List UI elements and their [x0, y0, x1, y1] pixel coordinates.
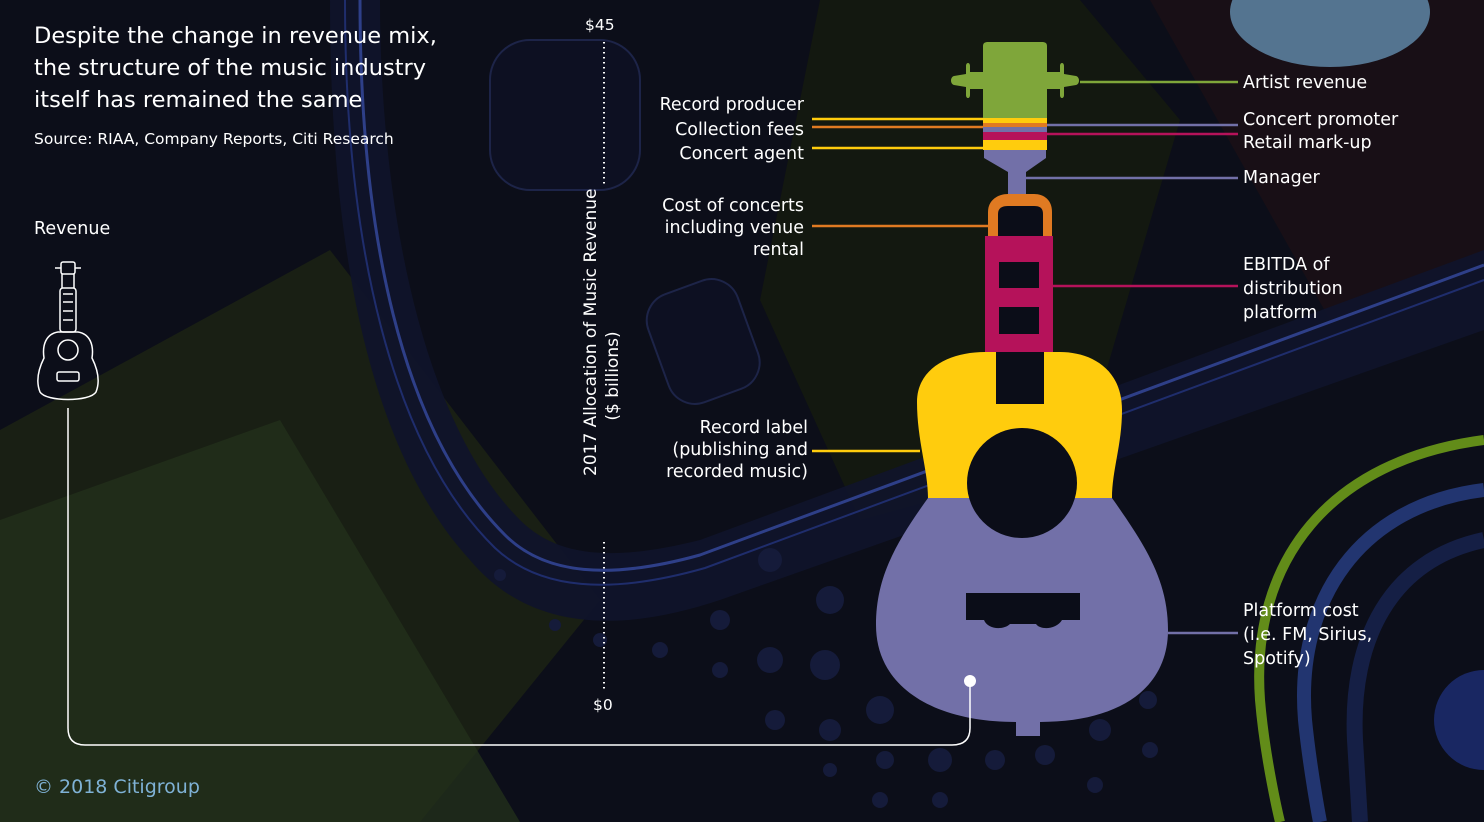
label-cost-of-concerts-line-2: including venue — [664, 218, 804, 238]
neck-fret-hole-1 — [999, 262, 1039, 288]
label-cost-of-concerts: Cost of concerts including venue rental — [662, 195, 804, 261]
source-note: Source: RIAA, Company Reports, Citi Rese… — [34, 130, 394, 148]
label-artist-revenue: Artist revenue — [1243, 73, 1368, 93]
label-concert-promoter: Concert promoter — [1243, 110, 1399, 130]
label-retail-markup: Retail mark-up — [1243, 133, 1372, 153]
label-manager: Manager — [1243, 168, 1320, 188]
label-ebitda-line-2: distribution — [1243, 279, 1343, 299]
segment-concert-promoter — [983, 127, 1047, 132]
label-record-label-line-1: Record label — [699, 418, 808, 438]
guitar-bridge — [966, 593, 1080, 629]
label-platform-cost: Platform cost (i.e. FM, Sirius, Spotify) — [1243, 599, 1372, 671]
label-cost-of-concerts-line-3: rental — [752, 240, 804, 260]
guitar-outline-icon — [37, 261, 99, 401]
label-concert-agent: Concert agent — [679, 144, 804, 164]
segment-manager — [984, 150, 1046, 194]
revenue-legend-label: Revenue — [34, 219, 111, 239]
label-platform-cost-line-1: Platform cost — [1243, 601, 1359, 621]
label-record-label: Record label (publishing and recorded mu… — [666, 417, 808, 483]
headline-line-1: Despite the change in revenue mix, — [34, 23, 437, 49]
headline-line-3: itself has remained the same — [34, 87, 363, 113]
segment-ebitda — [985, 236, 1053, 352]
label-cost-of-concerts-line-1: Cost of concerts — [662, 196, 804, 216]
segment-artist-revenue — [983, 42, 1047, 118]
tuning-peg-left — [951, 63, 983, 98]
segment-cost-of-concerts-inner — [998, 206, 1043, 236]
revenue-connector-dot — [964, 675, 976, 687]
label-record-label-line-2: (publishing and — [672, 440, 808, 460]
tuning-peg-right — [1047, 63, 1079, 98]
y-tick-bottom: $0 — [593, 696, 613, 714]
label-ebitda-line-1: EBITDA of — [1243, 255, 1330, 275]
label-record-producer: Record producer — [659, 95, 804, 115]
label-ebitda-line-3: platform — [1243, 303, 1318, 323]
label-record-label-line-3: recorded music) — [666, 462, 808, 482]
y-tick-top: $45 — [585, 16, 615, 34]
headline: Despite the change in revenue mix, the s… — [34, 20, 464, 116]
label-collection-fees: Collection fees — [675, 120, 804, 140]
label-ebitda: EBITDA of distribution platform — [1243, 253, 1343, 325]
copyright: © 2018 Citigroup — [34, 776, 200, 798]
segment-record-producer — [983, 118, 1047, 123]
revenue-connector-line — [67, 408, 971, 746]
segment-retail-markup — [983, 132, 1047, 140]
segment-collection-fees — [983, 123, 1047, 127]
sound-hole — [967, 428, 1077, 538]
neck-fret-hole-3 — [996, 352, 1044, 404]
segment-concert-agent — [983, 140, 1047, 150]
neck-fret-hole-2 — [999, 307, 1039, 334]
label-platform-cost-line-2: (i.e. FM, Sirius, — [1243, 625, 1373, 645]
label-platform-cost-line-3: Spotify) — [1243, 649, 1311, 669]
headline-line-2: the structure of the music industry — [34, 55, 427, 81]
